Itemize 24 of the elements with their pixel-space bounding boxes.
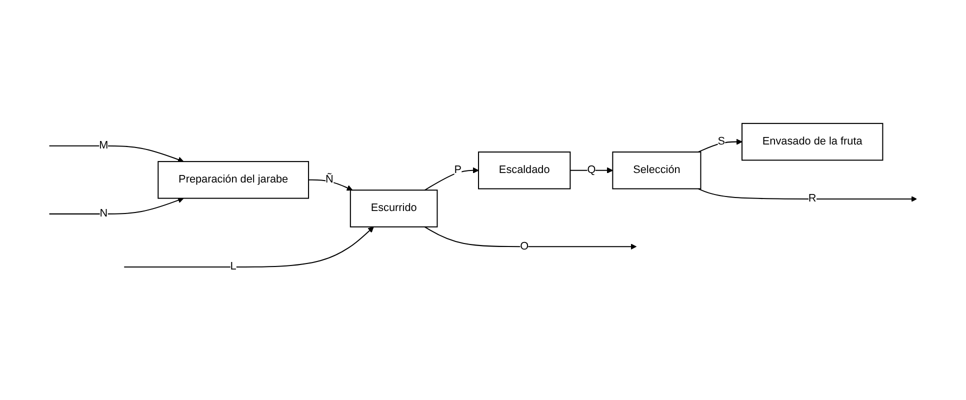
- edge-label: P: [454, 164, 462, 176]
- flowchart: M N Ñ L O P Q S R Preparación del jarabe Escurrido Escaldado Selección Envasado de la fruta: [3, 118, 963, 282]
- arrow: [424, 226, 637, 250]
- edge-label: N: [100, 207, 108, 220]
- edge-label: Q: [587, 164, 596, 176]
- node-box: [350, 189, 438, 228]
- edge-label: Ñ: [326, 173, 334, 186]
- node-box: [742, 122, 884, 160]
- arrow: [698, 188, 917, 202]
- arrow: [698, 138, 742, 152]
- node-box: [612, 151, 702, 189]
- edge-label: M: [99, 139, 108, 151]
- edge-label: O: [520, 240, 529, 252]
- arrow: [49, 145, 184, 162]
- node-box: [478, 151, 571, 189]
- arrow: [570, 167, 613, 174]
- arrow: [424, 167, 479, 190]
- arrow: [124, 226, 374, 268]
- edge-label: L: [230, 260, 236, 272]
- arrow: [49, 197, 184, 214]
- edge-label: S: [718, 135, 725, 147]
- node-box: [158, 160, 310, 198]
- edge-label: R: [808, 192, 816, 204]
- arrow: [308, 179, 353, 190]
